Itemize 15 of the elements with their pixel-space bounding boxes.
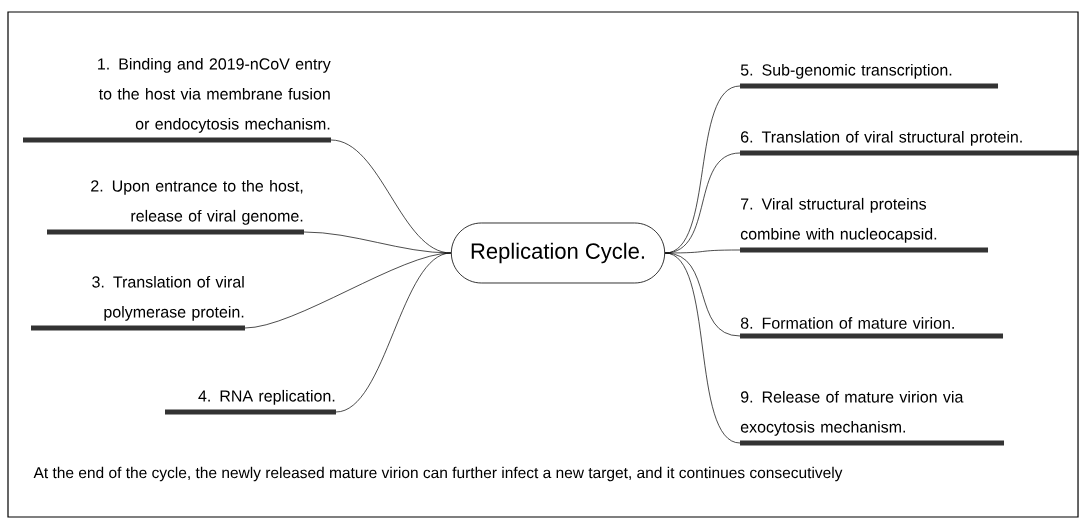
central-topic: Replication Cycle.: [450, 222, 666, 284]
caption: At the end of the cycle, the newly released mature virion can further infect a new target, and it continues consecutively: [33, 466, 843, 482]
underlined-step: 6. Translation of viral structural protein.: [740, 130, 1079, 156]
underlined-step: 9. Release of mature virion via exocytosis mechanism.: [740, 390, 1004, 446]
underlined-step: 5. Sub-genomic transcription.: [740, 63, 998, 89]
underlined-step: 1. Binding and 2019-nCoV entry to the host via membrane fusion or endocytosis mechanism.: [23, 57, 331, 143]
underlined-step: 2. Upon entrance to the host, release of viral genome.: [47, 179, 304, 235]
connector-curve: [244, 252, 452, 329]
underlined-step: 4. RNA replication.: [165, 389, 336, 415]
connector-curve: [664, 252, 741, 337]
underlined-step: 3. Translation of viral polymerase protein.: [31, 275, 245, 331]
underlined-step: 8. Formation of mature virion.: [740, 317, 1003, 339]
connector-curve: [335, 252, 452, 413]
connector-curve: [664, 252, 741, 444]
underlined-step: 7. Viral structural proteins combine with nucleocapsid.: [740, 197, 988, 253]
